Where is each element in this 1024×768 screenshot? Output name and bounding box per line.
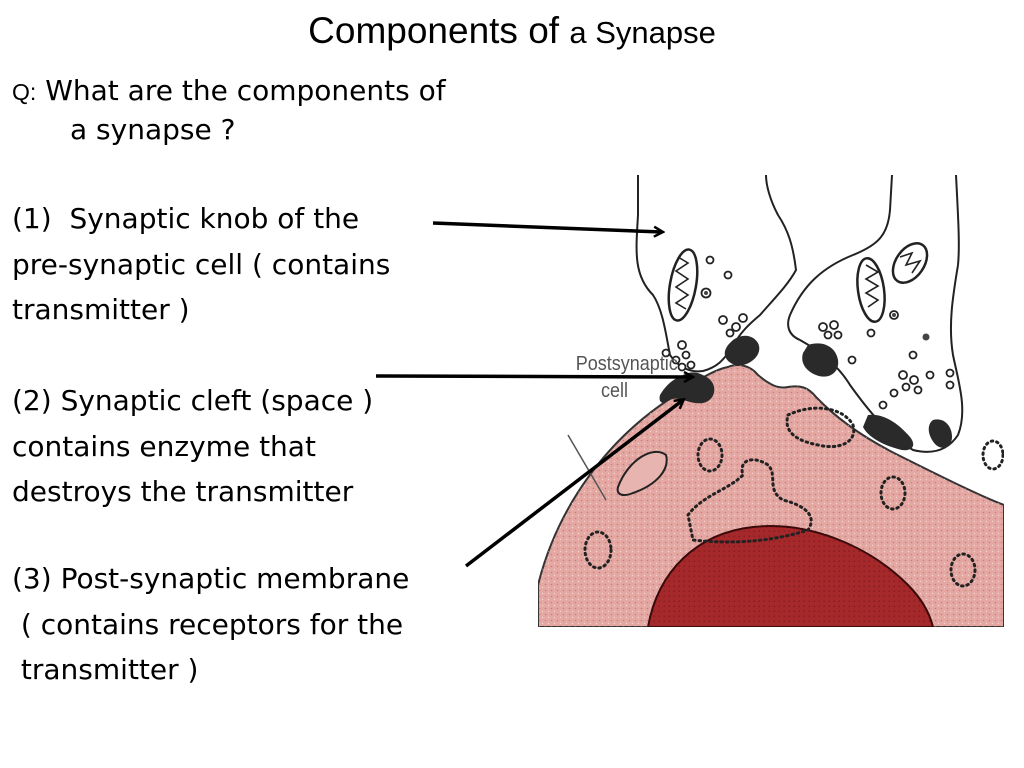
cell-texture — [538, 365, 1004, 627]
dense-core-vesicles — [704, 291, 930, 341]
component-2-line-2: contains enzyme that — [12, 429, 316, 463]
component-3-line-1: (3) Post-synaptic membrane — [12, 562, 410, 595]
title-main: Components of — [308, 10, 560, 51]
component-1-line-3: transmitter ) — [12, 293, 190, 326]
component-2-line-3: destroys the transmitter — [12, 475, 354, 508]
question-label: Q: — [12, 79, 37, 105]
component-3-line-3: transmitter ) — [12, 653, 199, 686]
arrow-presynaptic-knob — [432, 221, 662, 232]
cell-organelles — [583, 406, 1004, 588]
component-1-text: (1) Synaptic knob of the pre-synaptic ce… — [12, 196, 390, 333]
component-1-line-1: (1) Synaptic knob of the — [12, 202, 360, 235]
synaptic-vesicles — [661, 255, 955, 410]
synapse-diagram: Postsynaptic cell — [538, 175, 1004, 627]
title-tail: a Synapse — [569, 15, 716, 50]
component-1-line-2: pre-synaptic cell ( contains — [12, 247, 391, 281]
question-line-1: What are the components of — [45, 74, 446, 107]
component-2-text: (2) Synaptic cleft (space ) contains enz… — [12, 378, 373, 515]
arrow-synaptic-cleft — [375, 376, 692, 377]
nucleus-texture — [648, 526, 933, 627]
component-3-line-2: ( contains receptors for the — [12, 607, 404, 641]
arrow-postsynaptic-membrane — [464, 400, 683, 568]
slide-title: Components of a Synapse — [0, 8, 1024, 56]
mitochondria — [667, 242, 929, 323]
synaptic-cleft — [659, 335, 952, 451]
component-3-text: (3) Post-synaptic membrane ( contains re… — [12, 556, 409, 693]
component-2-line-1: (2) Synaptic cleft (space ) — [12, 384, 374, 417]
label-postsynaptic: Postsynaptic — [576, 353, 678, 375]
vacuole — [616, 450, 668, 496]
label-cell: cell — [601, 380, 628, 402]
synapse-illustration: Postsynaptic cell — [538, 175, 1004, 627]
question: Q: What are the components of a synapse … — [12, 72, 522, 149]
question-line-2: a synapse ? — [70, 113, 236, 146]
label-leader-line — [567, 434, 607, 501]
